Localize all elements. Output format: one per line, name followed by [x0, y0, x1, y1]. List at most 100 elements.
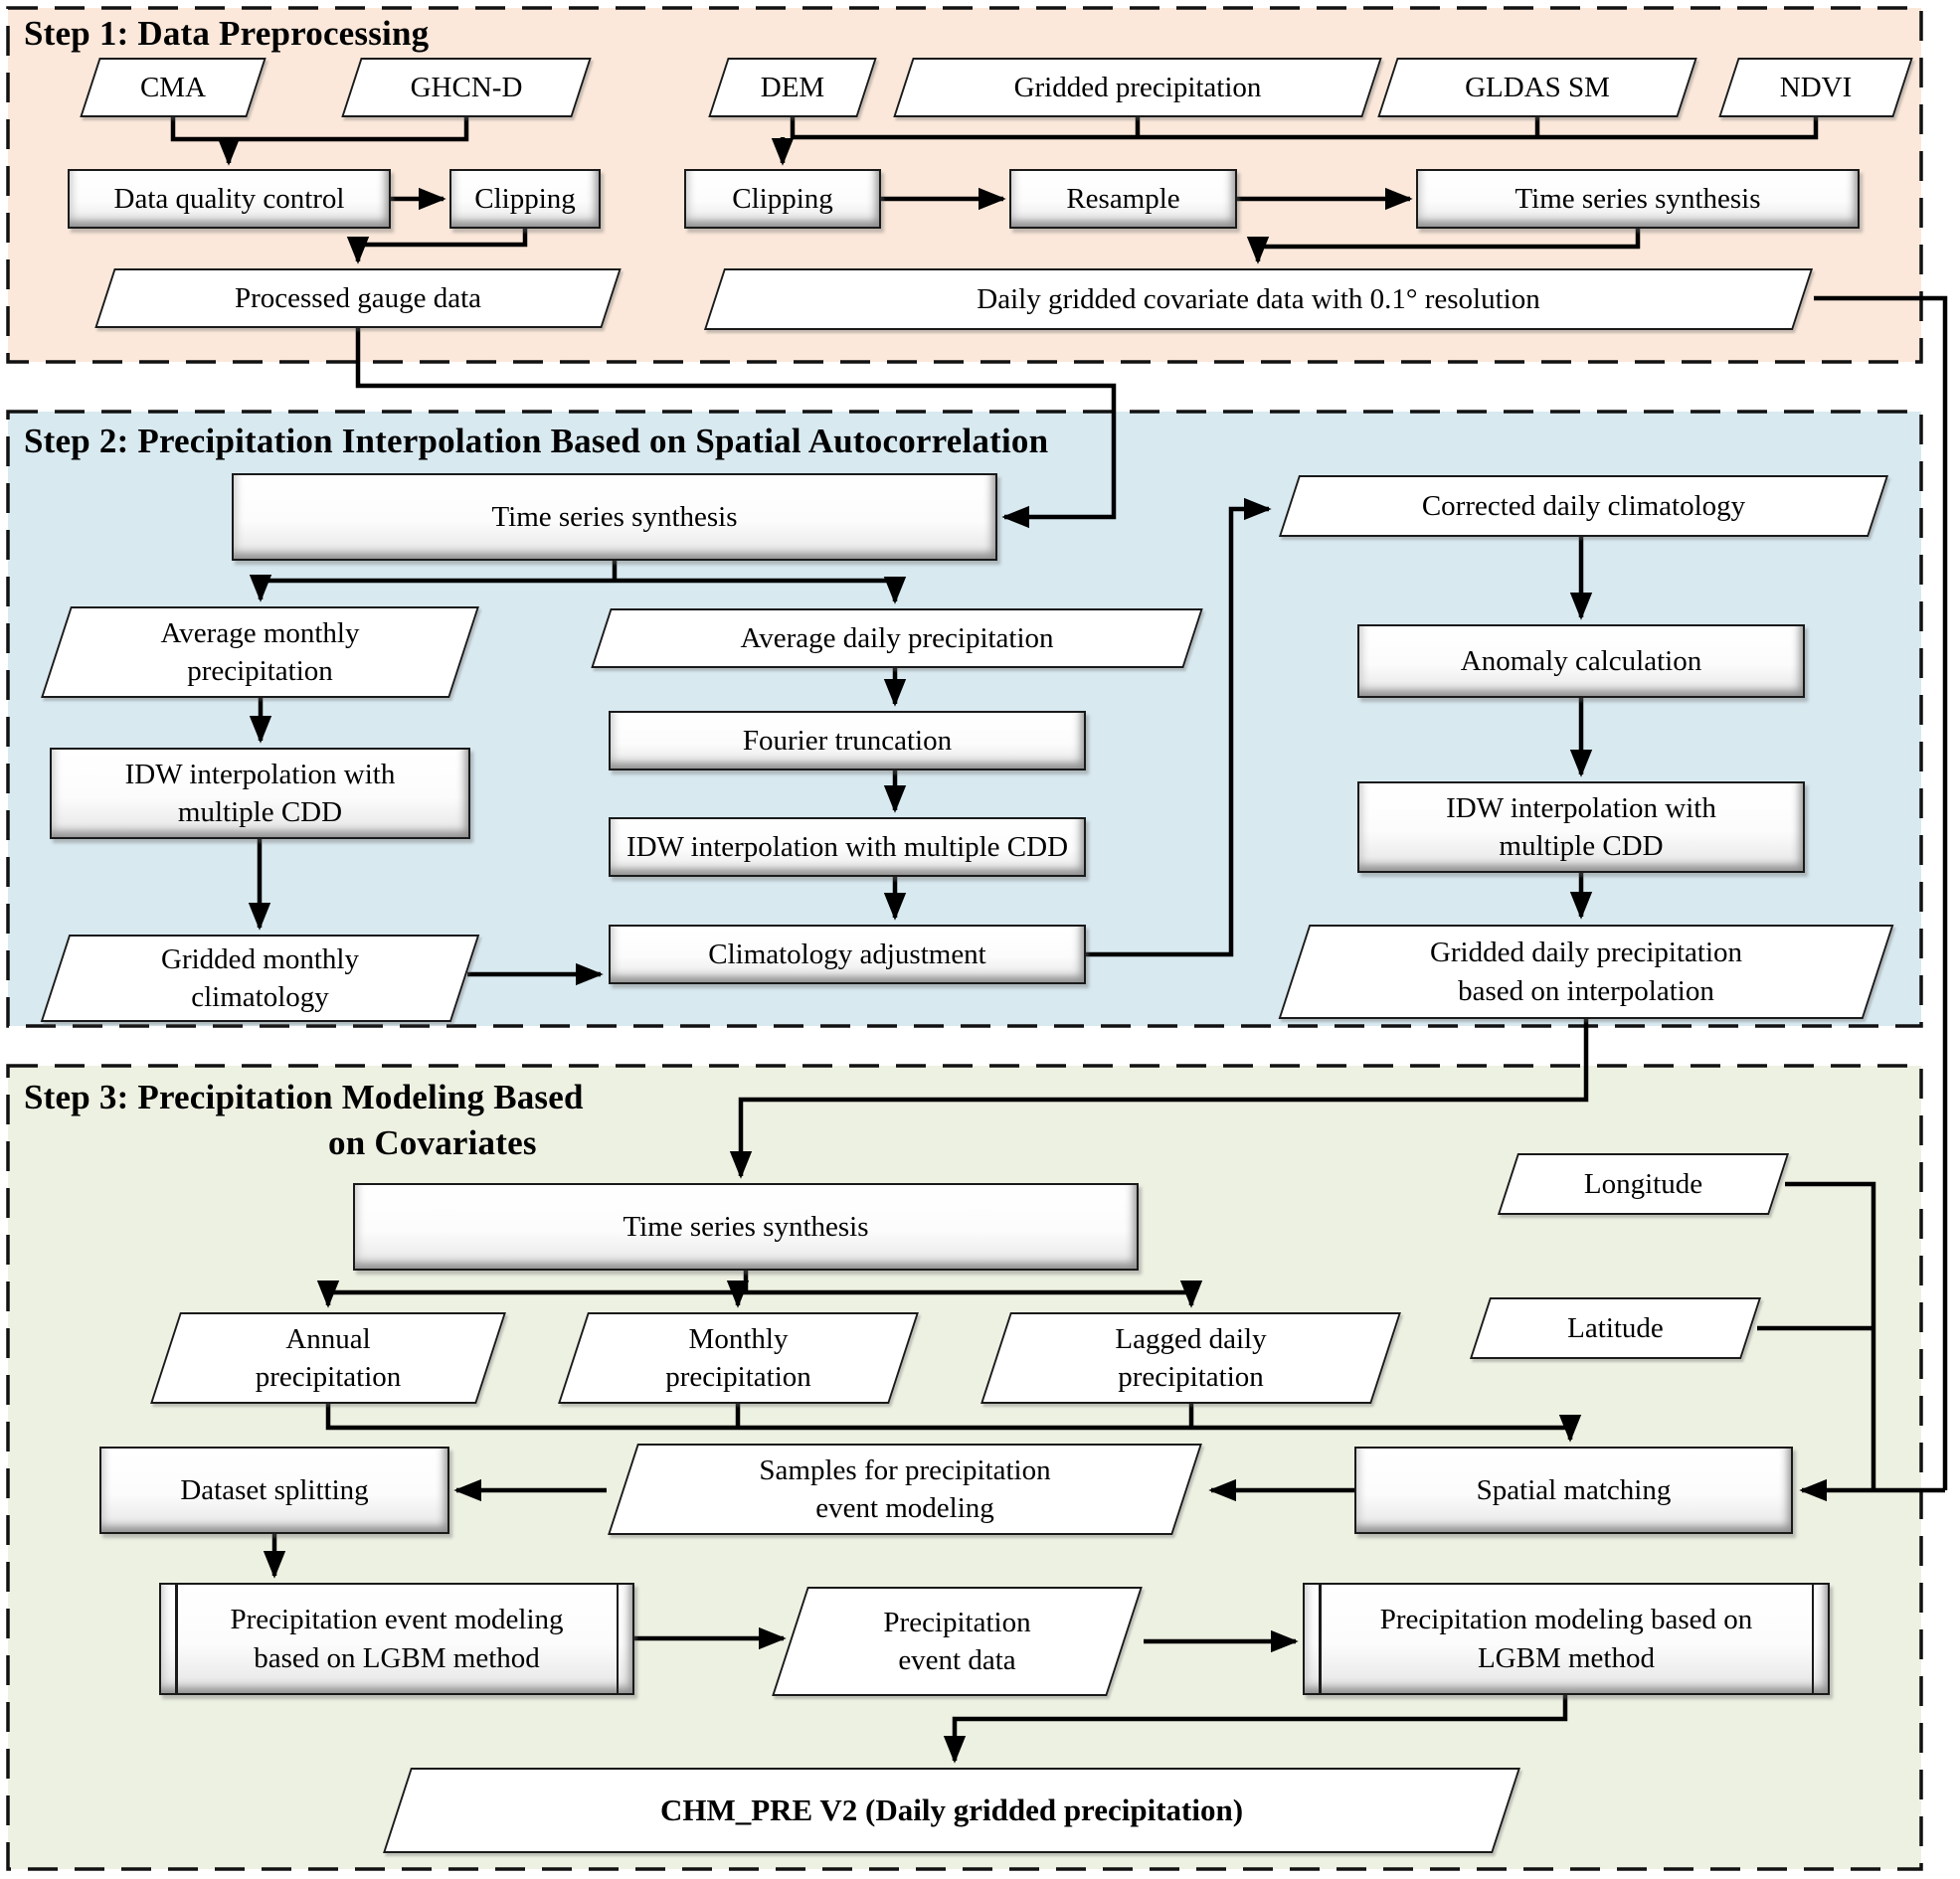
node-ndvi: NDVI — [1718, 58, 1913, 117]
process-box-shape — [1354, 1447, 1793, 1534]
node-gridded-precipitation: Gridded precipitation — [893, 58, 1382, 117]
node-average-daily-precipitation: Average daily precipitation — [591, 608, 1203, 668]
node-time-series-synthesis-3: Time series synthesis — [353, 1183, 1139, 1271]
node-corrected-daily-climatology: Corrected daily climatology — [1278, 475, 1889, 537]
process-box-shape — [609, 711, 1086, 770]
node-time-series-synthesis-3-label: Time series synthesis — [623, 1210, 869, 1243]
arrow-clipping-to-pgd — [346, 229, 528, 264]
node-daily-gridded-covariate-data-label: Daily gridded covariate data with 0.1° r… — [977, 282, 1540, 315]
step2-title: Step 2: Precipitation Interpolation Base… — [24, 422, 1049, 460]
node-corrected-daily-climatology-label: Corrected daily climatology — [1421, 489, 1746, 522]
process-box-shape — [449, 169, 601, 229]
node-ndvi-label: NDVI — [1779, 71, 1853, 103]
node-ghcnd-label: GHCN-D — [410, 71, 523, 103]
arrow-climadj-to-cdc — [1086, 497, 1272, 957]
node-clipping-gauge: Clipping — [449, 169, 601, 229]
node-spatial-matching: Spatial matching — [1354, 1447, 1793, 1534]
node-time-series-synthesis-2-label: Time series synthesis — [491, 500, 738, 533]
node-dem: DEM — [708, 58, 877, 117]
node-longitude: Longitude — [1497, 1153, 1790, 1215]
node-cma: CMA — [80, 58, 267, 117]
node-gridded-precipitation-label: Gridded precipitation — [1013, 71, 1262, 103]
node-latitude-label: Latitude — [1567, 1311, 1664, 1344]
process-box-shape — [353, 1183, 1139, 1271]
process-box-shape — [68, 169, 391, 229]
process-box-shape — [609, 925, 1086, 984]
node-resample-label: Resample — [1066, 182, 1180, 215]
node-ghcnd: GHCN-D — [341, 58, 592, 117]
process-box-shape — [1416, 169, 1860, 229]
connector-covariates-merge-bar — [325, 1404, 1570, 1431]
node-processed-gauge-data: Processed gauge data — [94, 268, 622, 328]
connector-covariate-merge — [790, 117, 1819, 140]
node-daily-gridded-covariate-data: Daily gridded covariate data with 0.1° r… — [703, 268, 1814, 330]
node-processed-gauge-data-label: Processed gauge data — [234, 281, 481, 314]
process-box-shape — [99, 1447, 449, 1534]
node-time-series-synthesis-1: Time series synthesis — [1416, 169, 1860, 229]
node-clipping-covariate: Clipping — [684, 169, 881, 229]
node-fourier-truncation: Fourier truncation — [609, 711, 1086, 770]
predefined-process-shape — [159, 1583, 634, 1695]
node-data-quality-control-label: Data quality control — [113, 182, 345, 215]
node-chm-pre-v2-output-label: CHM_PRE V2 (Daily gridded precipitation) — [659, 1792, 1244, 1827]
node-time-series-synthesis-2: Time series synthesis — [232, 473, 997, 561]
process-box-shape — [1357, 624, 1805, 698]
node-fourier-truncation-label: Fourier truncation — [742, 724, 953, 757]
node-data-quality-control: Data quality control — [68, 169, 391, 229]
connector-cma-ghcnd-merge — [170, 117, 469, 142]
node-climatology-adjustment-label: Climatology adjustment — [708, 938, 986, 970]
step3-title-line2: on Covariates — [328, 1123, 537, 1162]
node-anomaly-calculation-label: Anomaly calculation — [1460, 644, 1702, 677]
step1-title: Step 1: Data Preprocessing — [24, 14, 430, 53]
node-anomaly-calculation: Anomaly calculation — [1357, 624, 1805, 698]
node-latitude: Latitude — [1469, 1297, 1762, 1359]
arrow-gdpi-to-tss3 — [729, 1019, 1589, 1179]
node-average-daily-precipitation-label: Average daily precipitation — [740, 621, 1054, 654]
node-time-series-synthesis-1-label: Time series synthesis — [1515, 182, 1761, 215]
node-gldas-sm-label: GLDAS SM — [1465, 71, 1610, 103]
predefined-process-shape — [1303, 1583, 1830, 1695]
connector-longitude-line — [1785, 1181, 1876, 1488]
node-clipping-covariate-label: Clipping — [732, 182, 833, 215]
node-idw-interpolation-middle: IDW interpolation with multiple CDD — [609, 817, 1086, 877]
node-resample: Resample — [1009, 169, 1237, 229]
process-box-shape — [232, 473, 997, 561]
node-cma-label: CMA — [139, 71, 207, 103]
step3-title-line1: Step 3: Precipitation Modeling Based — [24, 1078, 584, 1116]
process-box-shape — [609, 817, 1086, 877]
node-dataset-splitting: Dataset splitting — [99, 1447, 449, 1534]
process-box-shape — [50, 748, 470, 839]
node-longitude-label: Longitude — [1583, 1167, 1703, 1200]
node-spatial-matching-label: Spatial matching — [1476, 1473, 1672, 1506]
arrow-pmlgbm-to-chm — [943, 1695, 1568, 1764]
node-idw-interpolation-middle-label: IDW interpolation with multiple CDD — [625, 830, 1069, 863]
connector-dgcd-right-edge — [1814, 295, 1948, 1490]
arrow-pgd-to-tss2 — [355, 328, 1117, 529]
arrow-tss1-to-dgcd — [1246, 229, 1641, 264]
node-gldas-sm: GLDAS SM — [1377, 58, 1697, 117]
process-box-shape — [1009, 169, 1237, 229]
node-climatology-adjustment: Climatology adjustment — [609, 925, 1086, 984]
